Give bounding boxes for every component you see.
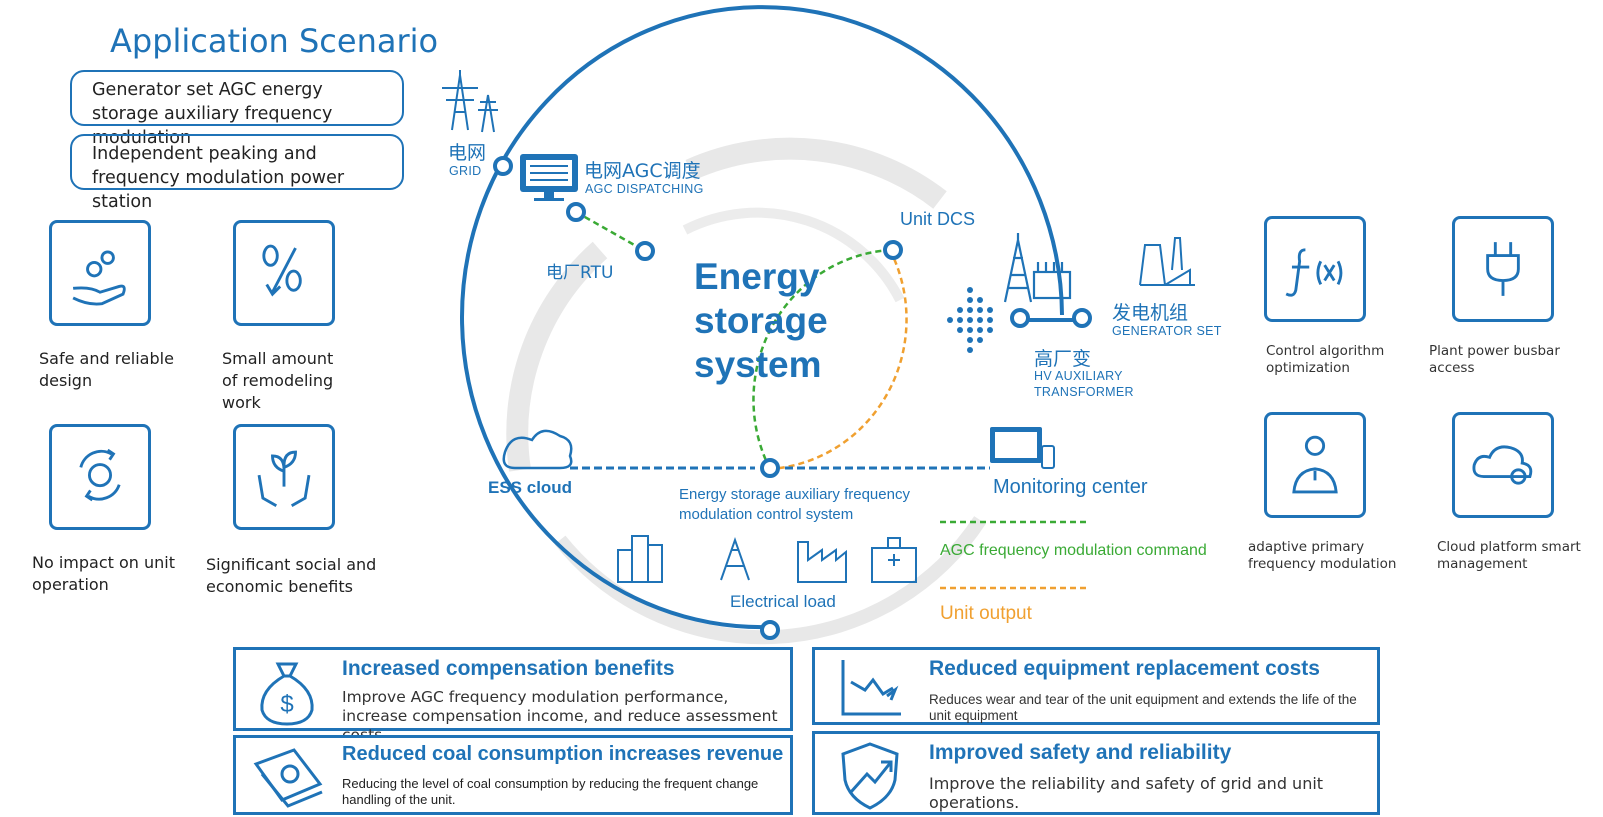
- generator-label-cn: 发电机组: [1112, 302, 1189, 324]
- agc-label-cn: 电网AGC调度: [584, 160, 701, 182]
- percent-down-icon: [233, 220, 335, 326]
- agc-rtu-link: [575, 210, 646, 253]
- ess-cloud-label: ESS cloud: [488, 478, 573, 497]
- benefit-box: Reduced coal consumption increases reven…: [233, 735, 793, 815]
- hv-label-en: HV AUXILIARY: [1034, 369, 1123, 383]
- hands-plant-icon: [233, 424, 335, 530]
- feature-label: Control algorithm optimization: [1266, 343, 1385, 376]
- cloud-gear-icon: [1452, 412, 1554, 518]
- diagram-nodes: [493, 156, 1092, 640]
- control-system-label: Energy storage auxiliary frequency: [679, 486, 910, 503]
- benefit-box: Reduced equipment replacement costs Redu…: [812, 647, 1380, 725]
- benefit-desc: Reduces wear and tear of the unit equipm…: [929, 692, 1357, 723]
- feature-label: Safe and reliable design: [39, 349, 174, 390]
- feature-label: Cloud platform smart management: [1437, 539, 1581, 572]
- shield-up-icon: [841, 742, 899, 810]
- feature-label: Small amount of remodeling work: [222, 349, 334, 412]
- feature-label: No impact on unit operation: [32, 553, 176, 594]
- legend-unit-label: Unit output: [940, 603, 1032, 624]
- page-title: Application Scenario: [110, 22, 439, 60]
- function-icon: [1264, 216, 1366, 322]
- banknotes-icon: [253, 748, 323, 808]
- rtu-label: 电厂RTU: [546, 263, 614, 283]
- load-buildings-icon: [617, 535, 917, 583]
- grid-label-en: GRID: [449, 164, 482, 178]
- agc-command-arc: [752, 248, 891, 470]
- benefit-title: Reduced coal consumption increases reven…: [342, 743, 784, 765]
- scenario-item: Generator set AGC energy storage auxilia…: [70, 70, 404, 148]
- benefit-title: Improved safety and reliability: [929, 741, 1232, 764]
- hv-label-cn: 高厂变: [1034, 348, 1092, 370]
- monitoring-label: Monitoring center: [993, 476, 1148, 498]
- dispatch-monitor-icon: [520, 154, 578, 201]
- money-bag-icon: $: [260, 662, 314, 726]
- unit-output-arc: [769, 249, 908, 471]
- power-tower-icon: [442, 70, 498, 133]
- benefit-desc: Improve the reliability and safety of gr…: [929, 774, 1324, 812]
- unit-dcs-label: Unit DCS: [900, 209, 976, 229]
- control-system-label: modulation control system: [679, 506, 854, 523]
- benefit-title: Increased compensation benefits: [342, 657, 675, 680]
- transformer-tower-icon: [1003, 233, 1072, 303]
- benefit-desc: Reducing the level of coal consumption b…: [342, 776, 759, 807]
- plug-icon: [1452, 216, 1554, 322]
- outer-blue-arc: [460, 5, 1064, 630]
- feature-label: Plant power busbar access: [1429, 343, 1560, 376]
- scenario-item: Independent peaking and frequency modula…: [70, 134, 404, 212]
- agc-label-en: AGC DISPATCHING: [585, 182, 704, 196]
- svg-text:$: $: [280, 691, 293, 718]
- generator-label-en: GENERATOR SET: [1112, 324, 1222, 338]
- power-plant-icon: [1139, 237, 1195, 286]
- benefit-box: $ Increased compensation benefits Improv…: [233, 647, 793, 744]
- energy-flow-icon: [947, 287, 993, 353]
- chart-down-icon: [841, 660, 901, 716]
- benefit-box: Improved safety and reliability Improve …: [812, 731, 1380, 815]
- center-title: Energy storage system: [694, 256, 828, 385]
- hv-label-en: TRANSFORMER: [1034, 385, 1134, 399]
- feature-label: Significant social and economic benefits: [206, 555, 377, 596]
- electrical-load-label: Electrical load: [730, 592, 836, 611]
- cloud-icon: [502, 429, 573, 470]
- gear-person-icon: [1264, 412, 1366, 518]
- monitor-icon: [990, 427, 1055, 469]
- gear-hand-icon: [49, 220, 151, 326]
- gear-cycle-icon: [49, 424, 151, 530]
- feature-label: adaptive primary frequency modulation: [1248, 539, 1397, 572]
- legend-agc-label: AGC frequency modulation command: [940, 542, 1207, 559]
- benefit-title: Reduced equipment replacement costs: [929, 657, 1320, 680]
- grid-label-cn: 电网: [448, 142, 487, 164]
